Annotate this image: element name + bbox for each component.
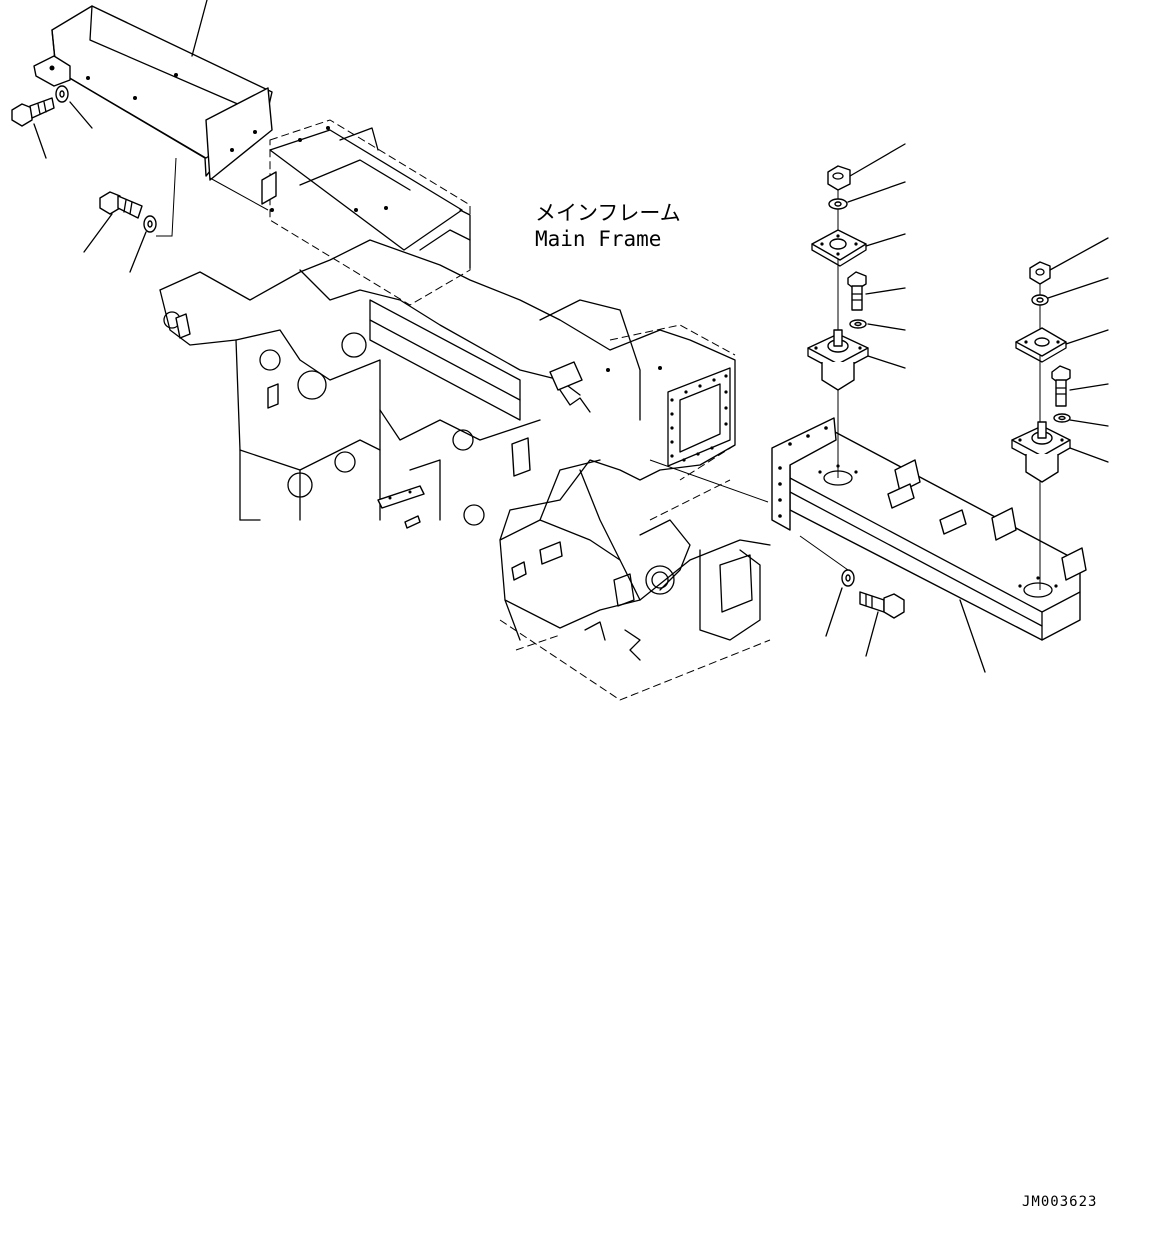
- bolt-icon: [11, 97, 55, 127]
- washer-icon: [841, 569, 855, 587]
- main-frame: メインフレーム Main Frame: [159, 119, 849, 701]
- flange-bolt-holes: [670, 374, 728, 462]
- bolt-icon: [1051, 365, 1071, 407]
- right-beam-assembly: [771, 143, 1109, 673]
- washer-icon: [143, 215, 157, 233]
- main-frame-label-en: Main Frame: [535, 227, 661, 251]
- drawing-id: JM003623: [1022, 1194, 1097, 1210]
- washer-icon: [55, 85, 69, 103]
- washer-icon: [828, 198, 848, 210]
- mount-plate-icon: [811, 229, 867, 267]
- rubber-mount-icon: [807, 329, 869, 391]
- main-frame-label-jp: メインフレーム: [535, 201, 681, 225]
- bolt-icon: [859, 591, 905, 619]
- top-cover-assembly: [11, 0, 273, 273]
- bolt-icon: [99, 191, 143, 219]
- bolt-icon: [847, 271, 867, 311]
- nut-icon: [827, 165, 851, 191]
- beam-flange-holes: [778, 426, 828, 518]
- washer-icon: [1031, 294, 1049, 306]
- washer-icon: [1053, 413, 1071, 423]
- nut-icon: [1029, 261, 1051, 285]
- rubber-mount-icon: [1011, 421, 1071, 483]
- washer-icon: [849, 319, 867, 329]
- mount-plate-icon: [1015, 327, 1067, 363]
